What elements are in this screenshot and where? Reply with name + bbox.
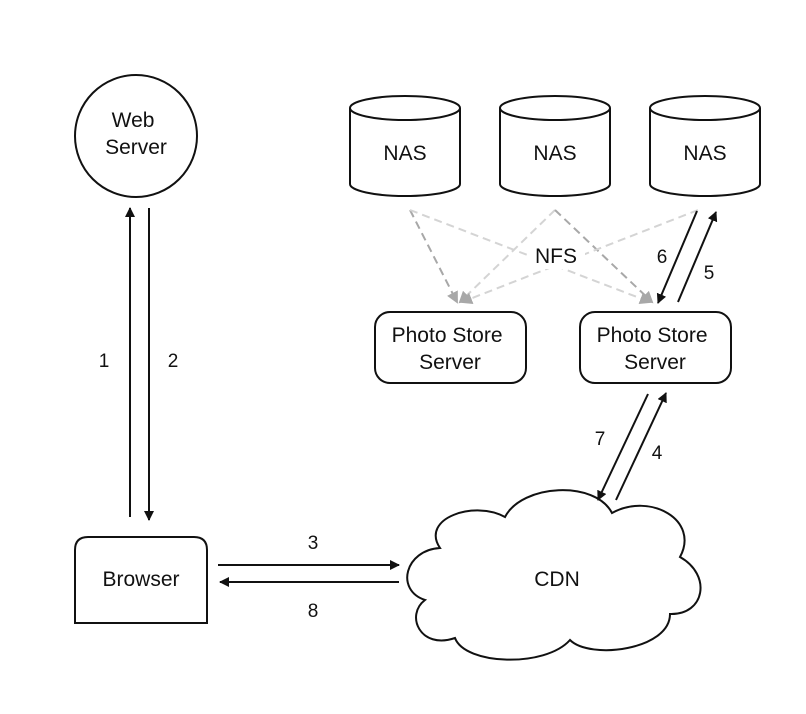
nfs-line-nas3-to-left bbox=[460, 209, 699, 304]
nfs-line-nas2-to-left bbox=[458, 209, 556, 304]
step-label-6: 6 bbox=[657, 247, 668, 268]
nfs-label-group: NFS bbox=[527, 241, 585, 269]
nfs-connections bbox=[409, 209, 699, 305]
step-label-2: 2 bbox=[168, 351, 179, 372]
nfs-label: NFS bbox=[535, 245, 577, 268]
step-label-4: 4 bbox=[652, 443, 663, 464]
web-server-label: Web Server bbox=[105, 109, 167, 159]
arrow-step-5 bbox=[677, 211, 718, 303]
nas-node-3: NAS bbox=[649, 95, 761, 197]
arrow-step-7 bbox=[597, 393, 649, 501]
cdn-node: CDN bbox=[406, 489, 702, 661]
nas-label-1: NAS bbox=[383, 142, 426, 165]
photo-store-server-right: Photo Store Server bbox=[579, 311, 732, 384]
nas-label-2: NAS bbox=[533, 142, 576, 165]
nas-node-2: NAS bbox=[499, 95, 611, 197]
nfs-line-nas2-to-right bbox=[554, 209, 654, 304]
browser-node: Browser bbox=[74, 536, 208, 624]
arrow-step-4 bbox=[615, 392, 667, 501]
step-label-3: 3 bbox=[308, 533, 319, 554]
step-labels: 1 2 3 4 5 6 7 8 bbox=[99, 247, 715, 622]
flow-arrows bbox=[125, 207, 718, 587]
arrow-step-6 bbox=[656, 210, 698, 304]
nas-label-3: NAS bbox=[683, 142, 726, 165]
photo-store-right-label: Photo Store Server bbox=[597, 324, 714, 374]
nfs-line-nas1-to-left bbox=[409, 209, 458, 304]
browser-label: Browser bbox=[102, 568, 179, 591]
step-label-5: 5 bbox=[704, 263, 715, 284]
photo-store-left-label: Photo Store Server bbox=[392, 324, 509, 374]
step-label-7: 7 bbox=[595, 429, 606, 450]
step-label-8: 8 bbox=[308, 601, 319, 622]
photo-store-server-left: Photo Store Server bbox=[374, 311, 527, 384]
web-server-node: Web Server bbox=[74, 74, 198, 198]
step-label-1: 1 bbox=[99, 351, 110, 372]
cdn-label: CDN bbox=[534, 568, 580, 591]
nfs-line-nas1-to-right bbox=[409, 209, 652, 305]
nas-node-1: NAS bbox=[349, 95, 461, 197]
